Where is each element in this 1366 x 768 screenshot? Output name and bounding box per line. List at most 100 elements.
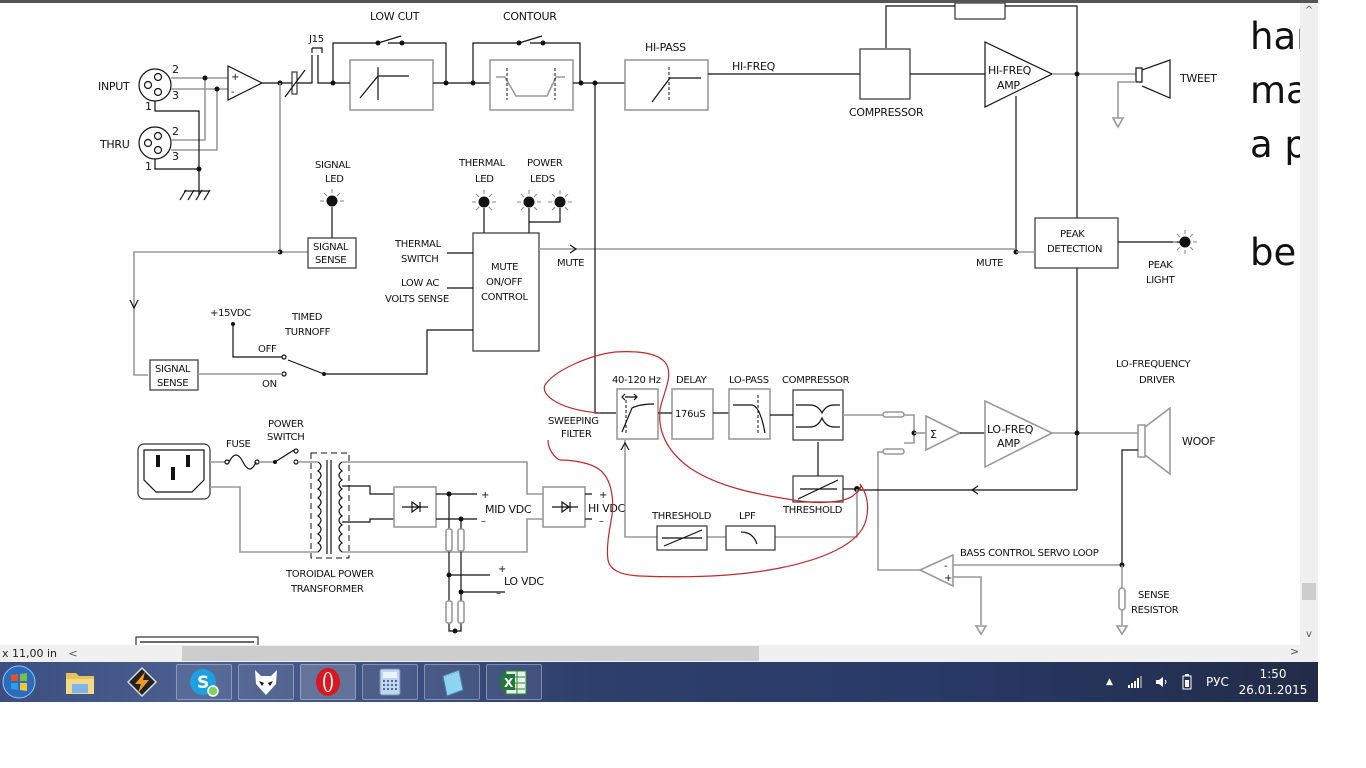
diagram-wire [796,404,840,428]
pin-label: 3 [172,89,179,102]
network-signal-icon[interactable] [1127,662,1143,702]
winamp-icon [126,666,158,698]
vertical-scroll-thumb[interactable] [1302,583,1316,600]
horizontal-scroll-thumb[interactable] [182,646,759,661]
diagram-wire [143,80,153,90]
diagram-wire [554,196,566,208]
taskbar-opera[interactable] [300,664,356,700]
diagram-wire [154,101,200,195]
minus-sign: – [481,516,486,527]
hi-pass-label: HI-PASS [645,41,686,54]
mute-control-label: CONTROL [481,292,528,303]
diagram-wire [326,252,473,375]
woofer-label: WOOF [1182,435,1215,448]
diagram-wire [452,628,458,634]
scroll-down-button[interactable]: v [1306,629,1312,640]
diagram-wire [274,449,295,463]
ground-icon [1115,625,1129,636]
show-hidden-icons-button[interactable]: ▲ [1106,677,1113,687]
side-document-text: har ma a p be [1248,3,1300,645]
diagram-wire [662,529,703,547]
mute-control-label: MUTE [491,262,518,273]
signal-sense-2-block [149,359,199,391]
diagram-wire [857,449,1138,565]
timed-turnoff-label: TURNOFF [284,327,331,338]
vertical-scrollbar[interactable]: ^ v [1300,3,1318,645]
diagram-wire [186,455,190,467]
lpf-block [725,525,776,551]
page-size-status: x 11,00 in [2,647,58,660]
calculator-icon [379,668,401,696]
diagram-wire [478,196,490,208]
taskbar-winamp[interactable] [114,664,170,700]
diagram-wire [326,460,332,554]
diagram-wire [436,493,477,520]
threshold-label: THRESHOLD [782,505,843,516]
taskbar-foobar[interactable] [238,664,294,700]
threshold-label: THRESHOLD [651,511,712,522]
diagram-wire [224,459,230,465]
xlr-thru-connector [138,126,172,160]
start-button[interactable] [0,664,44,700]
diagram-label: + [944,573,952,584]
lf-amp-label: AMP [997,437,1020,450]
diagram-wire [284,69,306,98]
scroll-right-button[interactable]: > [1290,645,1300,658]
low-ac-label: VOLTS SENSE [385,294,449,305]
lf-amp-label: LO-FREQ [987,423,1034,436]
svg-text:S: S [197,673,209,693]
diagram-wire [569,244,578,254]
diagram-wire [287,359,325,375]
diagram-wire [445,600,453,624]
alien-icon [255,670,277,695]
diagram-wire [202,75,208,81]
diagram-wire [518,35,543,44]
gain-pot [291,71,298,95]
diagram-wire [483,208,561,233]
pin-label: 2 [172,63,179,76]
taskbar-notepad[interactable] [424,664,480,700]
system-clock[interactable]: 1:50 26.01.2015 [1238,666,1308,698]
delay-label: DELAY [676,375,708,386]
ground-icon [974,625,988,636]
lpf-label: LPF [739,511,756,522]
diagram-wire [153,145,163,155]
diagram-wire [153,72,163,82]
diagram-wire [620,441,630,451]
diagram-wire [138,126,172,160]
scroll-left-button[interactable]: < [68,647,78,660]
diagram-wire [377,35,402,44]
volume-icon[interactable] [1154,662,1168,702]
mute-control-block [472,232,540,352]
power-leds-label: POWER [527,158,563,169]
taskbar-explorer[interactable] [52,664,108,700]
diagram-wire [133,251,280,376]
diagram-wire [138,68,172,102]
scroll-up-button[interactable]: ^ [1304,5,1314,16]
diagram-wire [885,5,1078,218]
diagram-wire [1074,71,1080,77]
diagram-wire [214,86,220,92]
diagram-wire [316,461,322,553]
transformer-label: TOROIDAL POWER [285,569,374,580]
taskbar-excel[interactable]: X [486,664,542,700]
lf-amp [984,399,1054,469]
peak-detection-block [1034,217,1119,269]
battery-icon[interactable] [1182,662,1192,702]
diagram-wire [621,393,638,401]
taskbar-skype[interactable]: S [176,664,232,700]
resistor-icon [882,411,905,418]
diagram-wire [129,299,139,310]
vdc15-label: +15VDC [210,308,251,319]
mute-signal-label: MUTE [557,258,584,269]
schematic-canvas: INPUT THRU 2 3 1 2 3 1 +- J15 LOW CUT CO… [0,3,1300,645]
language-indicator[interactable]: РУС [1206,675,1229,689]
thru-label: THRU [99,138,130,151]
diagram-wire [843,414,920,571]
document-text-line: be [1250,231,1297,274]
timed-turnoff-label: TIMED [291,312,323,323]
horizontal-scrollbar[interactable]: x 11,00 in < > [0,645,1318,662]
peak-light-label: LIGHT [1146,275,1176,286]
taskbar-calculator[interactable] [362,664,418,700]
lf-driver-label: DRIVER [1139,375,1175,386]
